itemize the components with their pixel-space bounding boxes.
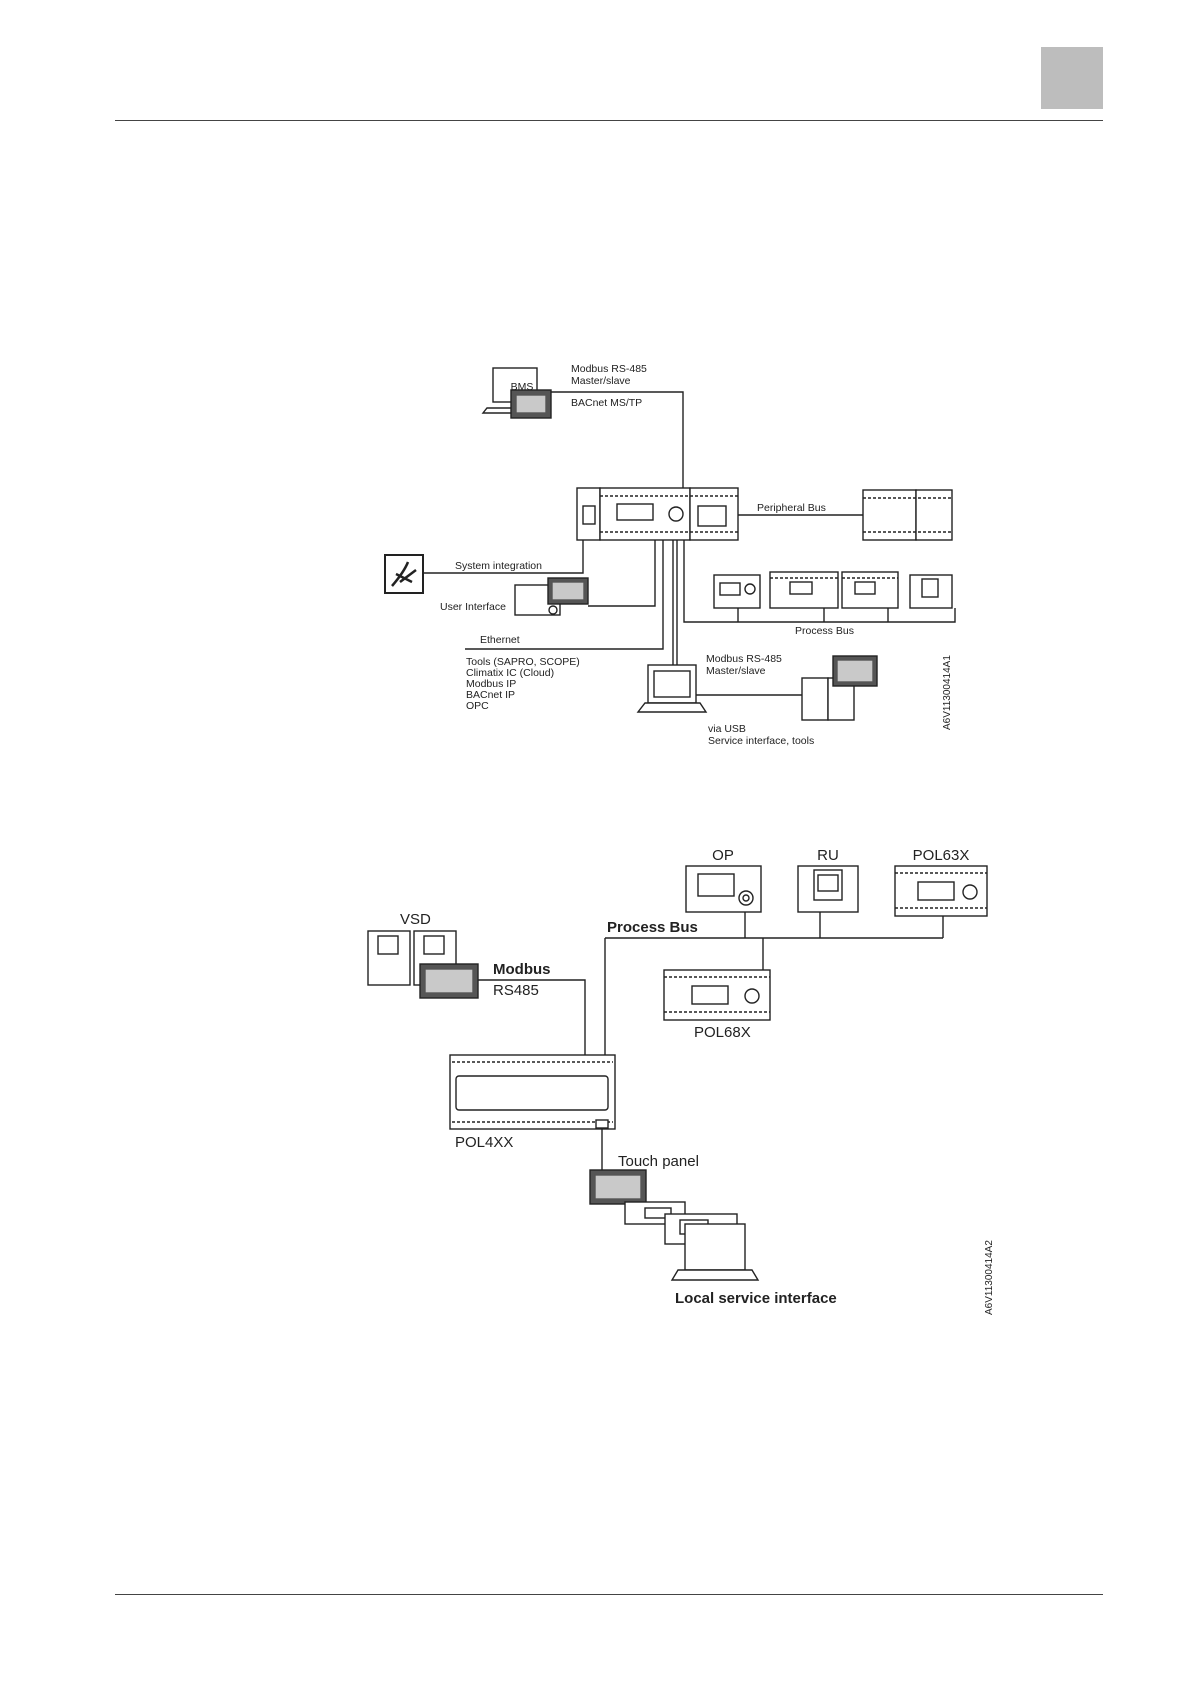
figure2-code: A6V11300414A2	[984, 1240, 995, 1315]
ethernet-item: Tools (SAPRO, SCOPE)	[466, 656, 580, 668]
modbus-label: Modbus	[493, 961, 551, 978]
user-interface-panel-icon	[514, 577, 589, 616]
ethernet-item: Modbus IP	[466, 678, 516, 690]
usb-label-line2: Service interface, tools	[708, 735, 814, 747]
op-label: OP	[712, 847, 734, 864]
pol68x-label: POL68X	[694, 1024, 751, 1041]
local-service-devices-icon	[624, 1201, 760, 1281]
op-panel-icon	[685, 865, 762, 913]
room-unit-icon	[909, 574, 953, 609]
header-rule	[115, 120, 1103, 121]
process-controller-a-icon	[769, 571, 839, 609]
system-integration-icon	[384, 554, 424, 594]
rs485-label: RS485	[493, 982, 539, 999]
touch-panel-icon	[589, 1169, 647, 1205]
bms-laptop-icon	[481, 367, 552, 419]
modbus-top-line2: Master/slave	[571, 375, 631, 387]
network-diagram-2: OP RU POL63X VSD Process Bus Modbus RS48…	[367, 847, 995, 1315]
system-integration-label: System integration	[455, 560, 542, 572]
peripheral-bus-label: Peripheral Bus	[757, 502, 826, 514]
pol63x-label: POL63X	[913, 847, 970, 864]
pol63x-controller-icon	[894, 865, 988, 917]
modbus-top-line1: Modbus RS-485	[571, 363, 647, 375]
vsd-drives-icon	[367, 930, 479, 999]
process-bus-label-small: Process Bus	[795, 625, 854, 637]
network-diagram-1: BMS Modbus RS-485 Master/slave BACnet MS…	[384, 363, 956, 747]
chapter-tab-marker	[1041, 47, 1103, 109]
ethernet-item: OPC	[466, 700, 489, 712]
figure1-code: A6V11300414A1	[942, 655, 953, 730]
user-interface-label: User Interface	[440, 601, 506, 613]
ru-label: RU	[817, 847, 839, 864]
bacnet-mstp-label: BACnet MS/TP	[571, 397, 642, 409]
ethernet-item: Climatix IC (Cloud)	[466, 667, 554, 679]
main-controller-icon	[576, 487, 739, 541]
peripheral-io-modules-icon	[862, 489, 953, 541]
pol4xx-controller-icon	[449, 1054, 616, 1130]
process-controller-b-icon	[841, 571, 899, 609]
modbus-mid-line2: Master/slave	[706, 665, 766, 677]
ethernet-item: BACnet IP	[466, 689, 515, 701]
operator-panel-icon	[713, 574, 761, 609]
footer-rule	[115, 1594, 1103, 1595]
service-laptop-icon	[636, 664, 708, 713]
process-bus-label: Process Bus	[607, 919, 698, 936]
ethernet-label: Ethernet	[480, 634, 520, 646]
pol68x-controller-icon	[663, 969, 771, 1021]
usb-label-line1: via USB	[708, 723, 746, 735]
bms-label: BMS	[511, 381, 534, 393]
vsd-label: VSD	[400, 911, 431, 928]
ethernet-items-list: Tools (SAPRO, SCOPE) Climatix IC (Cloud)…	[466, 656, 580, 712]
ru-room-unit-icon	[797, 865, 859, 913]
modbus-mid-line1: Modbus RS-485	[706, 653, 782, 665]
touch-panel-label: Touch panel	[618, 1153, 699, 1170]
vsd-drive-icon	[801, 655, 878, 721]
pol4xx-label: POL4XX	[455, 1134, 513, 1151]
local-service-interface-label: Local service interface	[675, 1290, 837, 1307]
